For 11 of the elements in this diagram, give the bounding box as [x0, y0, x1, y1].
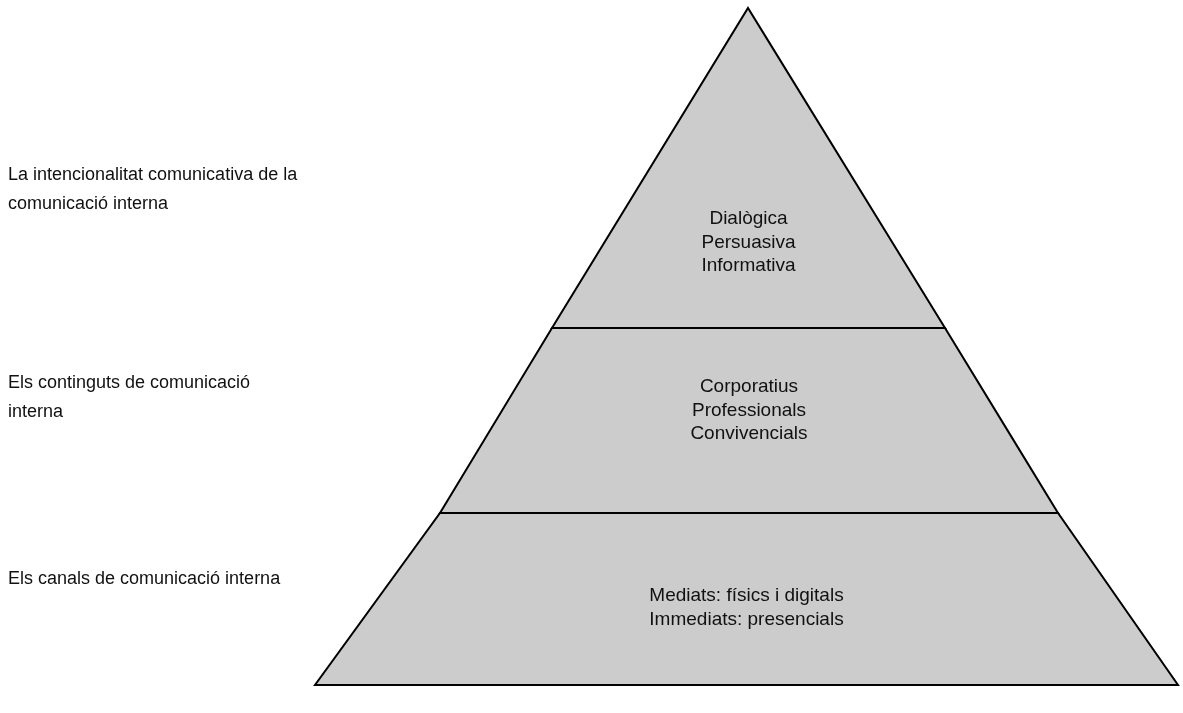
tier-item: Dialògica — [709, 206, 788, 230]
tier-item: Corporatius — [699, 374, 799, 398]
tier-item: Professionals — [691, 397, 807, 421]
side-label: Els canals de comunicació interna — [8, 567, 282, 590]
side-label: La intencionalitat comunicativa de la comunicació interna — [8, 163, 299, 215]
tier-item: Immediats: presencials — [649, 606, 844, 630]
tier-item: Convivencials — [690, 421, 808, 445]
tier-item: Persuasiva — [701, 229, 796, 253]
tier-item: Informativa — [701, 253, 796, 277]
side-label: Els continguts de comunicació interna — [8, 371, 252, 423]
tier-item: Mediats: físics i digitals — [649, 583, 844, 607]
